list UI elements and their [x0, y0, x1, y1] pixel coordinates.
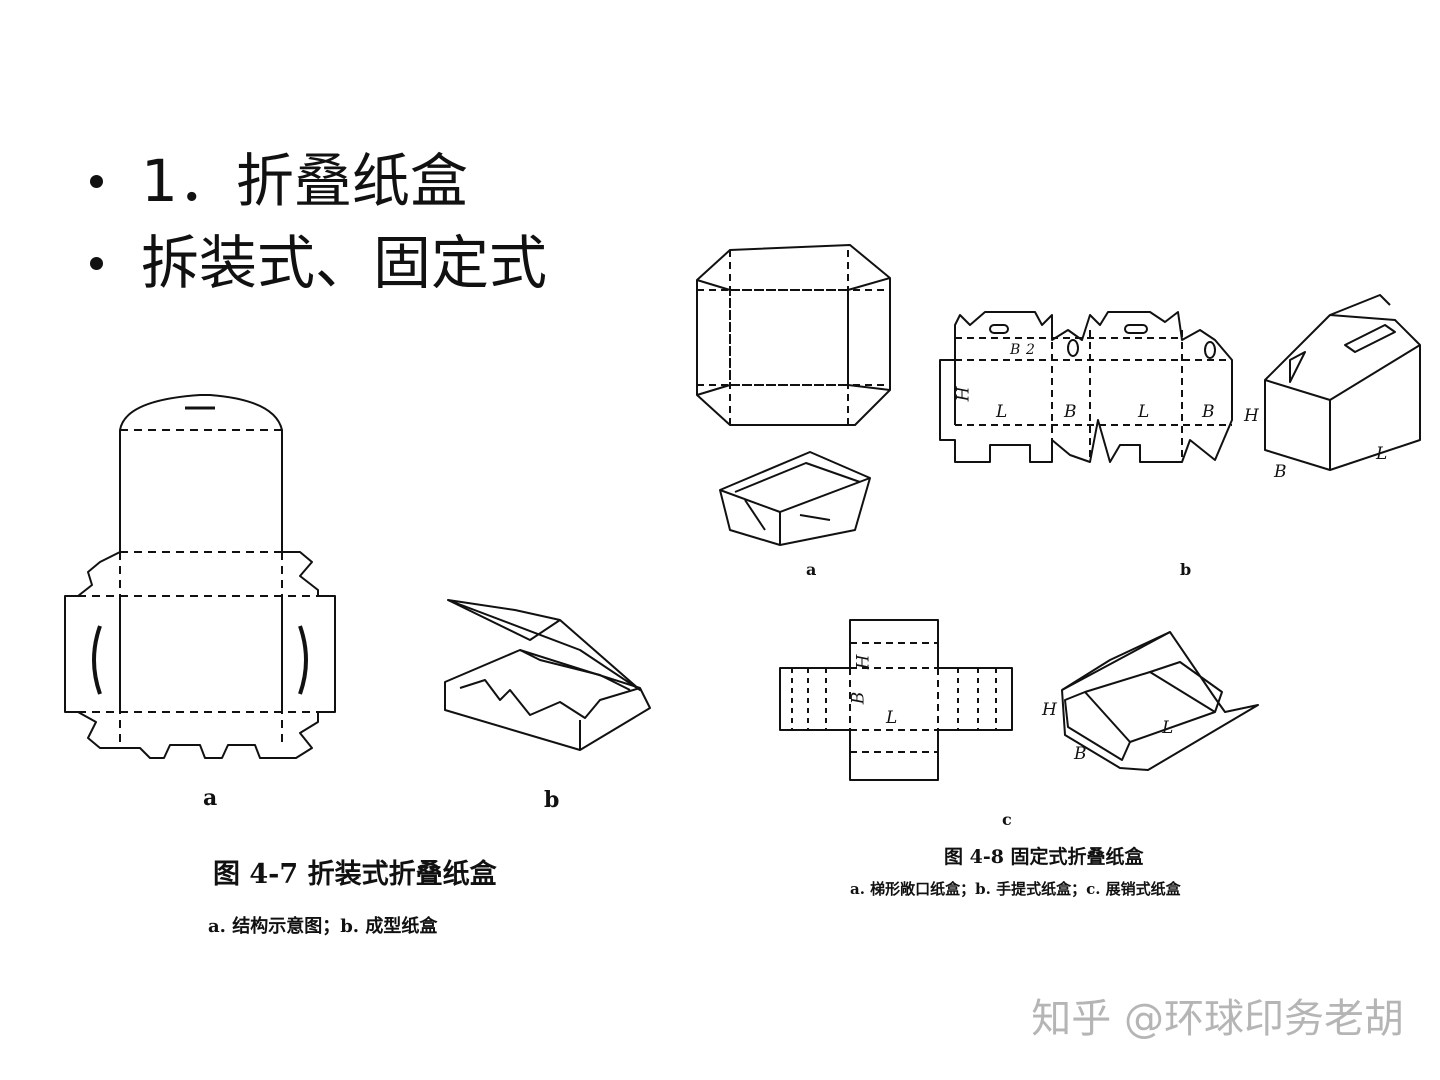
dim-label-b-half-den: 2 — [1026, 342, 1035, 358]
fig-4-8c-dieline — [779, 619, 1013, 781]
dim-label-b: B — [1064, 402, 1077, 422]
fig-4-8-label-a: a — [806, 560, 817, 579]
dim-label-l: L — [1376, 444, 1388, 464]
fig-4-7-caption-title: 图 4-7 折装式折叠纸盒 — [213, 859, 497, 890]
fig-4-8a-formed-box — [719, 451, 871, 546]
fig-4-7-label-a: a — [203, 785, 218, 811]
bullet-item: 1．折叠纸盒 — [80, 140, 547, 222]
dim-label-b: B — [848, 691, 869, 705]
watermark: 知乎 @环球印务老胡 — [1031, 996, 1404, 1042]
fig-4-8b-dieline — [939, 311, 1233, 463]
fig-4-7-caption-subtitle: a. 结构示意图；b. 成型纸盒 — [208, 916, 438, 937]
bullet-list: 1．折叠纸盒 拆装式、固定式 — [80, 140, 547, 304]
fig-4-8-label-c: c — [1002, 810, 1012, 829]
dim-label-h: H — [1244, 406, 1259, 426]
dim-label-b: B — [1274, 462, 1287, 482]
fig-4-8-caption-subtitle: a. 梯形敞口纸盒；b. 手提式纸盒；c. 展销式纸盒 — [850, 880, 1181, 898]
fig-4-7a-dieline — [64, 394, 336, 759]
dim-label-h: H — [1042, 700, 1057, 720]
fig-4-8c-formed-box — [1061, 631, 1259, 771]
dim-label-h: H — [853, 654, 874, 670]
bullet-text: 拆装式、固定式 — [141, 229, 548, 297]
bullet-dot-icon — [90, 174, 103, 188]
dim-label-b: B — [1202, 402, 1215, 422]
dim-label-l: L — [886, 708, 898, 728]
fig-4-8a-dieline — [696, 244, 891, 426]
bullet-text: 1．折叠纸盒 — [141, 147, 468, 215]
fig-4-8b-formed-box — [1264, 294, 1421, 471]
fig-4-8-caption-title: 图 4-8 固定式折叠纸盒 — [944, 846, 1144, 868]
dim-label-l: L — [996, 402, 1008, 422]
bullet-dot-icon — [90, 256, 103, 270]
dim-label-h: H — [953, 386, 974, 402]
dim-label-b: B — [1074, 744, 1087, 764]
fig-4-8-label-b: b — [1180, 560, 1192, 579]
dim-label-l: L — [1138, 402, 1150, 422]
dim-label-b-half-num: B — [1010, 342, 1021, 358]
fig-4-7b-formed-box — [444, 599, 651, 751]
fig-4-7-label-b: b — [544, 787, 560, 813]
dim-label-l: L — [1162, 718, 1174, 738]
bullet-item: 拆装式、固定式 — [80, 222, 547, 304]
